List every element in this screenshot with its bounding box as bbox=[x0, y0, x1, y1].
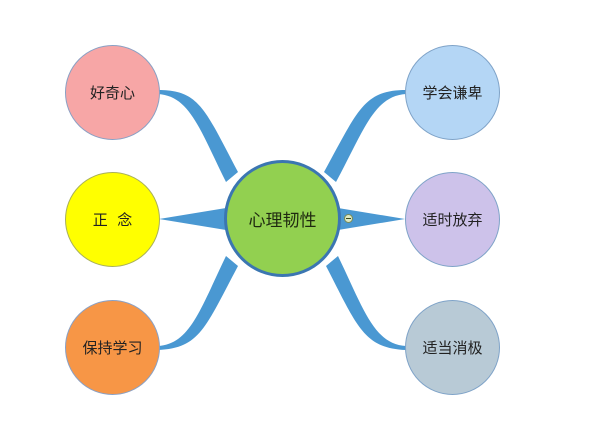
node-label: 保持学习 bbox=[82, 339, 143, 357]
node-label: 好奇心 bbox=[89, 84, 135, 102]
node-label: 学会谦卑 bbox=[422, 84, 483, 102]
node-keep-learning[interactable]: 保持学习 bbox=[65, 300, 160, 395]
node-appropriate-negativity[interactable]: 适当消极 bbox=[405, 300, 500, 395]
node-label: 适当消极 bbox=[422, 339, 483, 357]
connector-right-top bbox=[324, 90, 406, 182]
connector-left-bottom bbox=[158, 256, 238, 350]
node-central-resilience[interactable]: 心理韧性 bbox=[224, 160, 341, 277]
node-label: 适时放弃 bbox=[422, 211, 483, 229]
node-label: 正 念 bbox=[92, 211, 133, 229]
node-learn-humility[interactable]: 学会谦卑 bbox=[405, 45, 500, 140]
collapse-minus-icon[interactable] bbox=[344, 214, 353, 223]
connector-left-middle bbox=[159, 208, 226, 230]
node-timely-give-up[interactable]: 适时放弃 bbox=[405, 172, 500, 267]
node-curiosity[interactable]: 好奇心 bbox=[65, 45, 160, 140]
connector-right-bottom bbox=[326, 256, 406, 350]
connector-right-middle bbox=[338, 208, 405, 230]
central-label: 心理韧性 bbox=[248, 211, 317, 231]
connector-left-top bbox=[158, 90, 238, 182]
node-mindfulness[interactable]: 正 念 bbox=[65, 172, 160, 267]
